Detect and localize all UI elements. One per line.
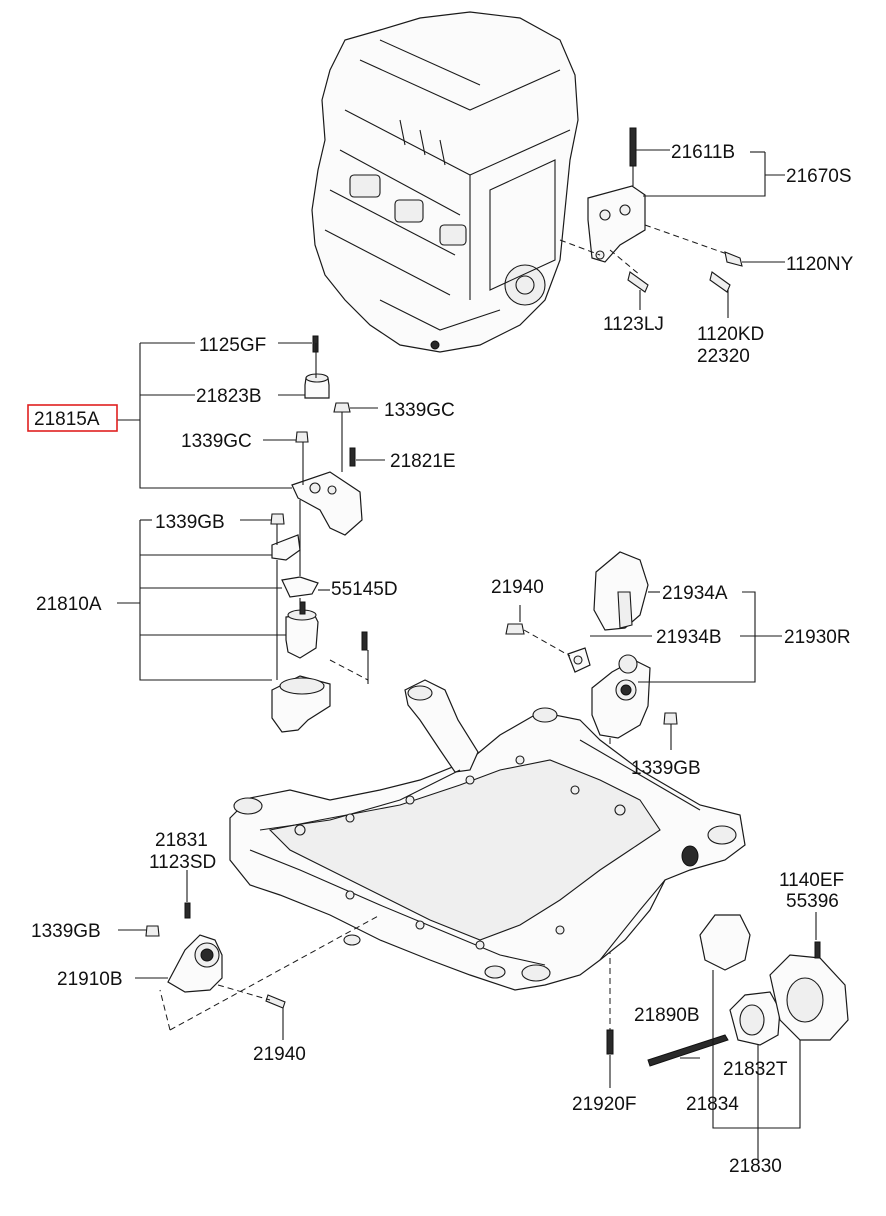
part-labels: 21611B 21670S 1120NY 1123LJ 1120KD 22320…	[27, 142, 854, 1177]
label-21890B[interactable]: 21890B	[634, 1005, 700, 1026]
label-1123SD[interactable]: 1123SD	[149, 852, 216, 873]
upper-bracket-assembly	[559, 127, 785, 318]
label-55396[interactable]: 55396	[786, 891, 839, 912]
label-21934B[interactable]: 21934B	[656, 627, 722, 648]
engine-block	[311, 11, 579, 353]
engine-mount-stack	[117, 335, 385, 733]
label-1339GB-left[interactable]: 1339GB	[155, 512, 225, 533]
label-1140EF[interactable]: 1140EF	[779, 870, 844, 891]
label-1120KD[interactable]: 1120KD	[697, 324, 764, 345]
subframe	[229, 679, 746, 991]
highlight-box-21815A	[27, 404, 118, 432]
label-1120NY[interactable]: 1120NY	[786, 254, 854, 275]
label-21831[interactable]: 21831	[155, 830, 208, 851]
label-22320[interactable]: 22320	[697, 346, 750, 367]
label-1339GC-upper[interactable]: 1339GC	[384, 400, 455, 421]
label-21821E[interactable]: 21821E	[390, 451, 456, 472]
label-21934A[interactable]: 21934A	[662, 583, 728, 604]
label-21670S[interactable]: 21670S	[786, 166, 852, 187]
label-1339GC-lower[interactable]: 1339GC	[181, 431, 252, 452]
right-mount-assembly	[505, 551, 782, 1030]
label-21823B[interactable]: 21823B	[196, 386, 262, 407]
left-lower-mount	[118, 870, 381, 1040]
label-21815A[interactable]: 21815A	[34, 409, 100, 430]
label-21910B[interactable]: 21910B	[57, 969, 123, 990]
label-21830[interactable]: 21830	[729, 1156, 782, 1177]
label-21930R[interactable]: 21930R	[784, 627, 851, 648]
label-21832T[interactable]: 21832T	[723, 1059, 788, 1080]
label-21940-upper[interactable]: 21940	[491, 577, 544, 598]
label-21920F[interactable]: 21920F	[572, 1094, 636, 1115]
label-21810A[interactable]: 21810A	[36, 594, 102, 615]
label-1123LJ[interactable]: 1123LJ	[603, 314, 664, 335]
label-1125GF[interactable]: 1125GF	[199, 335, 266, 356]
label-1339GB-lower[interactable]: 1339GB	[31, 921, 101, 942]
label-21940-lower[interactable]: 21940	[253, 1044, 306, 1065]
label-1339GB-right[interactable]: 1339GB	[631, 758, 701, 779]
label-21834[interactable]: 21834	[686, 1094, 739, 1115]
label-21611B[interactable]: 21611B	[671, 142, 735, 163]
right-lower-mount	[606, 912, 849, 1160]
label-55145D[interactable]: 55145D	[331, 579, 398, 600]
